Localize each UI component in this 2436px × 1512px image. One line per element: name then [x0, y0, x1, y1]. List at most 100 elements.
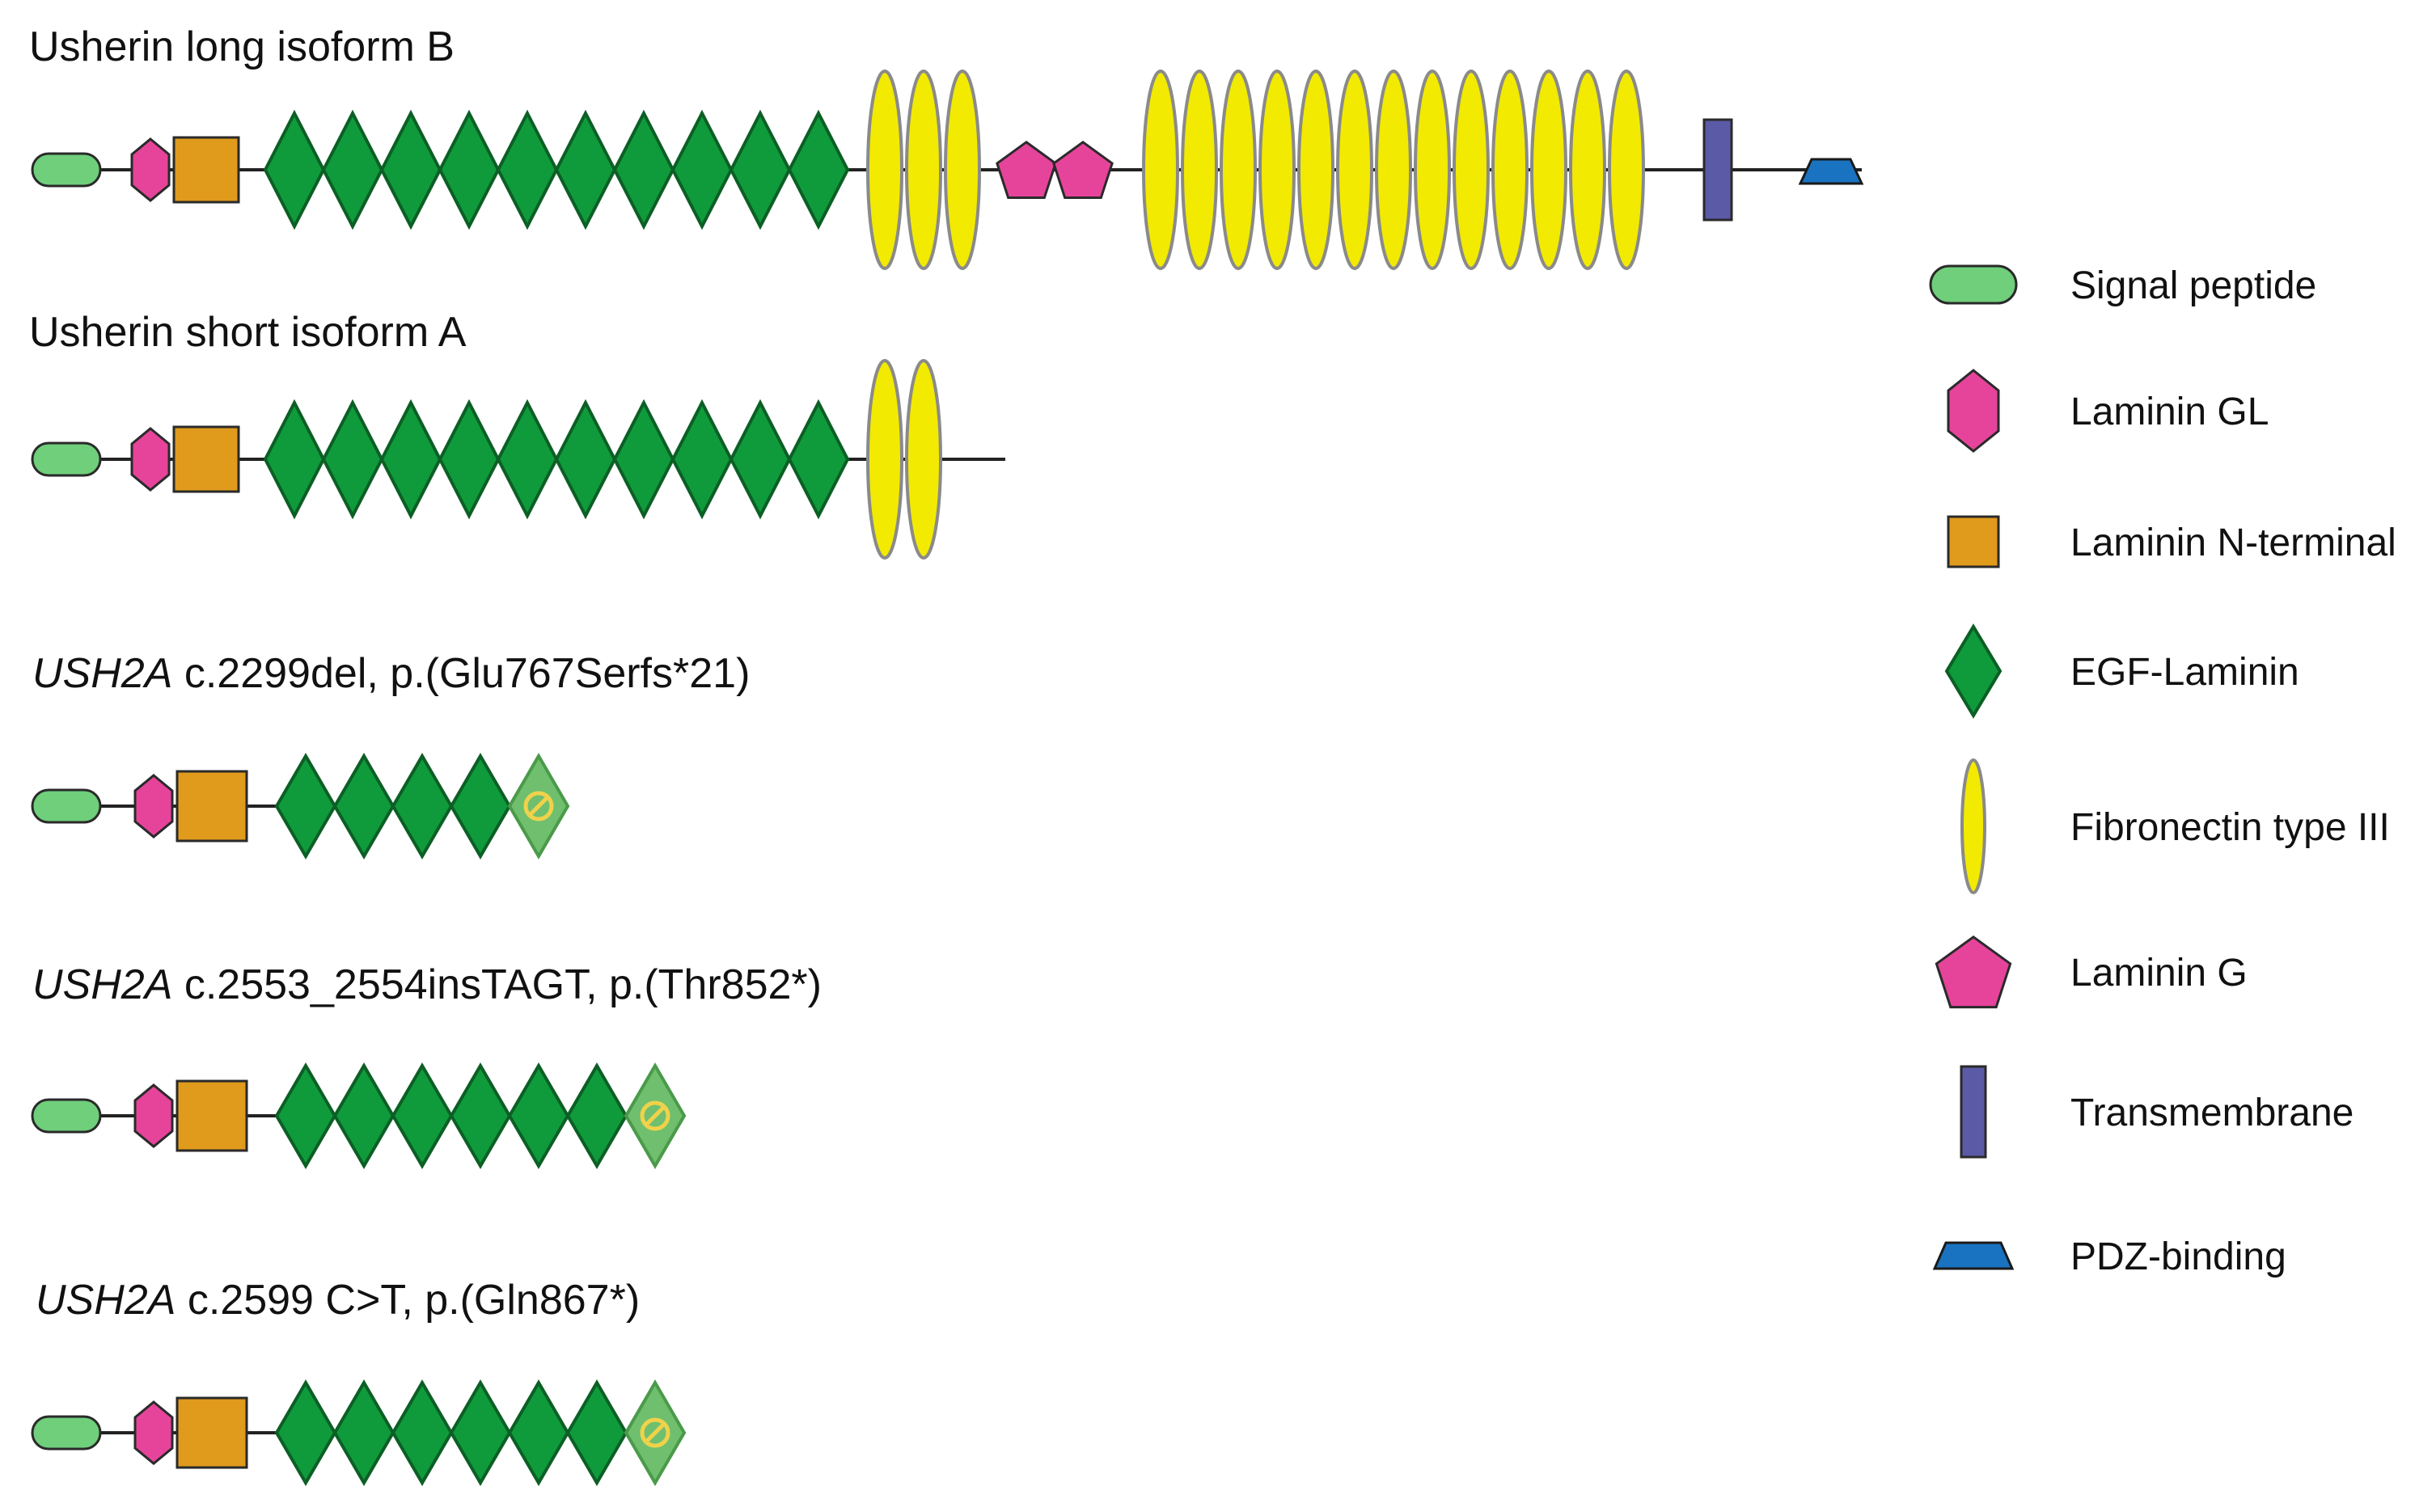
protein-row-variant-2599CT: USH2A c.2599 C>T, p.(Gln867*)	[31, 1277, 687, 1486]
egf-laminin-domain	[507, 1062, 570, 1169]
gene-name: USH2A	[36, 1277, 176, 1324]
stop-icon-slash	[528, 796, 549, 817]
protein-row-short-isoform-a: Usherin short isoform A	[29, 309, 1005, 560]
fibronectin-domain	[1181, 70, 1218, 270]
egf-laminin-domain	[670, 399, 734, 520]
egf-laminin-domain	[379, 109, 442, 230]
laminin-g-domain	[1052, 140, 1114, 200]
egf-laminin-domain	[438, 399, 501, 520]
row-title-text: Usherin short isoform A	[29, 309, 467, 356]
fibronectin-domain	[1491, 70, 1529, 270]
laminin-gl-domain	[130, 137, 171, 202]
laminin-n-terminal-domain	[1947, 515, 2000, 568]
signal-peptide	[31, 441, 102, 477]
fibronectin-domain	[1297, 70, 1334, 270]
legend-item-laminin_gl: Laminin GL	[1947, 369, 2269, 453]
laminin-n-terminal-domain	[176, 1079, 248, 1152]
fibronectin-domain	[1608, 70, 1645, 270]
egf-laminin-domain	[565, 1062, 628, 1169]
fibronectin-domain	[1569, 70, 1606, 270]
fibronectin-domain	[866, 359, 903, 560]
fibronectin-domain	[1375, 70, 1412, 270]
legend-item-transmembrane: Transmembrane	[1960, 1065, 2354, 1159]
egf-laminin-domain	[787, 399, 850, 520]
row-title-text: c.2553_2554insTAGT, p.(Thr852*)	[172, 961, 822, 1008]
transmembrane-domain	[1960, 1065, 1987, 1159]
laminin-n-terminal-domain	[172, 136, 240, 204]
row-title: USH2A c.2553_2554insTAGT, p.(Thr852*)	[32, 961, 822, 1008]
egf-laminin-domain	[391, 753, 454, 859]
fibronectin-domain	[1220, 70, 1257, 270]
legend-item-pdz: PDZ-binding	[1932, 1235, 2286, 1278]
legend-item-laminin_n: Laminin N-terminal	[1947, 515, 2396, 568]
signal-peptide	[31, 1098, 102, 1134]
egf-laminin-domain	[438, 109, 501, 230]
egf-laminin-domain	[274, 1379, 337, 1486]
signal-peptide	[31, 788, 102, 824]
egf-laminin-domain	[449, 753, 512, 859]
legend-label: EGF-Laminin	[2070, 651, 2299, 694]
fibronectin-domain	[1258, 70, 1296, 270]
fibronectin-domain	[905, 70, 942, 270]
egf-laminin-domain	[729, 399, 792, 520]
legend-label: Laminin G	[2070, 952, 2248, 995]
egf-laminin-domain	[729, 109, 792, 230]
row-title: USH2A c.2299del, p.(Glu767Serfs*21)	[32, 650, 750, 697]
fibronectin-domain	[1453, 70, 1490, 270]
egf-laminin-domain	[496, 109, 559, 230]
laminin-gl-domain	[1947, 369, 2000, 453]
pdz-binding-domain	[1932, 1241, 2015, 1270]
laminin-gl-domain	[133, 1400, 174, 1465]
egf-laminin-domain	[507, 1379, 570, 1486]
row-title-text: c.2299del, p.(Glu767Serfs*21)	[172, 650, 750, 697]
egf-laminin-domain	[449, 1379, 512, 1486]
legend-label: Laminin GL	[2070, 391, 2269, 433]
legend-item-laminin_g: Laminin G	[1935, 935, 2248, 1009]
egf-laminin-domain	[670, 109, 734, 230]
laminin-g-domain	[996, 140, 1057, 200]
legend-label: Fibronectin type III	[2070, 806, 2390, 849]
stop-icon	[523, 791, 554, 821]
laminin-gl-domain	[130, 427, 171, 492]
stop-icon	[640, 1100, 670, 1131]
stop-icon	[640, 1417, 670, 1448]
egf-laminin-domain	[263, 399, 326, 520]
stop-icon-slash	[645, 1105, 666, 1126]
egf-laminin-domain	[274, 753, 337, 859]
fibronectin-domain	[1414, 70, 1451, 270]
stop-icon-slash	[645, 1422, 666, 1443]
egf-laminin-domain	[565, 1379, 628, 1486]
row-title-text: c.2599 C>T, p.(Gln867*)	[176, 1277, 640, 1324]
pdz-binding-domain	[1798, 158, 1864, 185]
row-title: Usherin long isoform B	[29, 23, 455, 70]
egf-laminin-domain	[321, 109, 384, 230]
egf-laminin-domain	[496, 399, 559, 520]
legend-label: Transmembrane	[2070, 1092, 2354, 1134]
row-title: USH2A c.2599 C>T, p.(Gln867*)	[36, 1277, 640, 1324]
fibronectin-domain	[866, 70, 903, 270]
fibronectin-domain	[1530, 70, 1567, 270]
legend-item-egf: EGF-Laminin	[1944, 623, 2299, 719]
egf-laminin-domain	[554, 399, 617, 520]
egf-laminin-domain	[274, 1062, 337, 1169]
laminin-gl-domain	[133, 774, 174, 838]
egf-laminin-domain	[379, 399, 442, 520]
legend-label: Signal peptide	[2070, 264, 2316, 307]
egf-laminin-domain	[321, 399, 384, 520]
laminin-n-terminal-domain	[172, 425, 240, 493]
egf-laminin-domain	[612, 399, 675, 520]
fibronectin-domain	[1142, 70, 1179, 270]
egf-laminin-domain	[787, 109, 850, 230]
protein-rows: Usherin long isoform B Usherin short isof…	[29, 23, 1864, 1486]
fibronectin-domain	[1336, 70, 1373, 270]
gene-name: USH2A	[32, 961, 172, 1008]
laminin-n-terminal-domain	[176, 1396, 248, 1469]
protein-row-variant-2299del: USH2A c.2299del, p.(Glu767Serfs*21)	[31, 650, 750, 859]
egf-laminin-domain	[391, 1379, 454, 1486]
egf-laminin-domain	[612, 109, 675, 230]
signal-peptide	[1929, 264, 2018, 305]
legend-item-fibronectin: Fibronectin type III	[1960, 758, 2390, 894]
egf-laminin-domain	[1944, 623, 2003, 719]
egf-laminin-domain	[391, 1062, 454, 1169]
